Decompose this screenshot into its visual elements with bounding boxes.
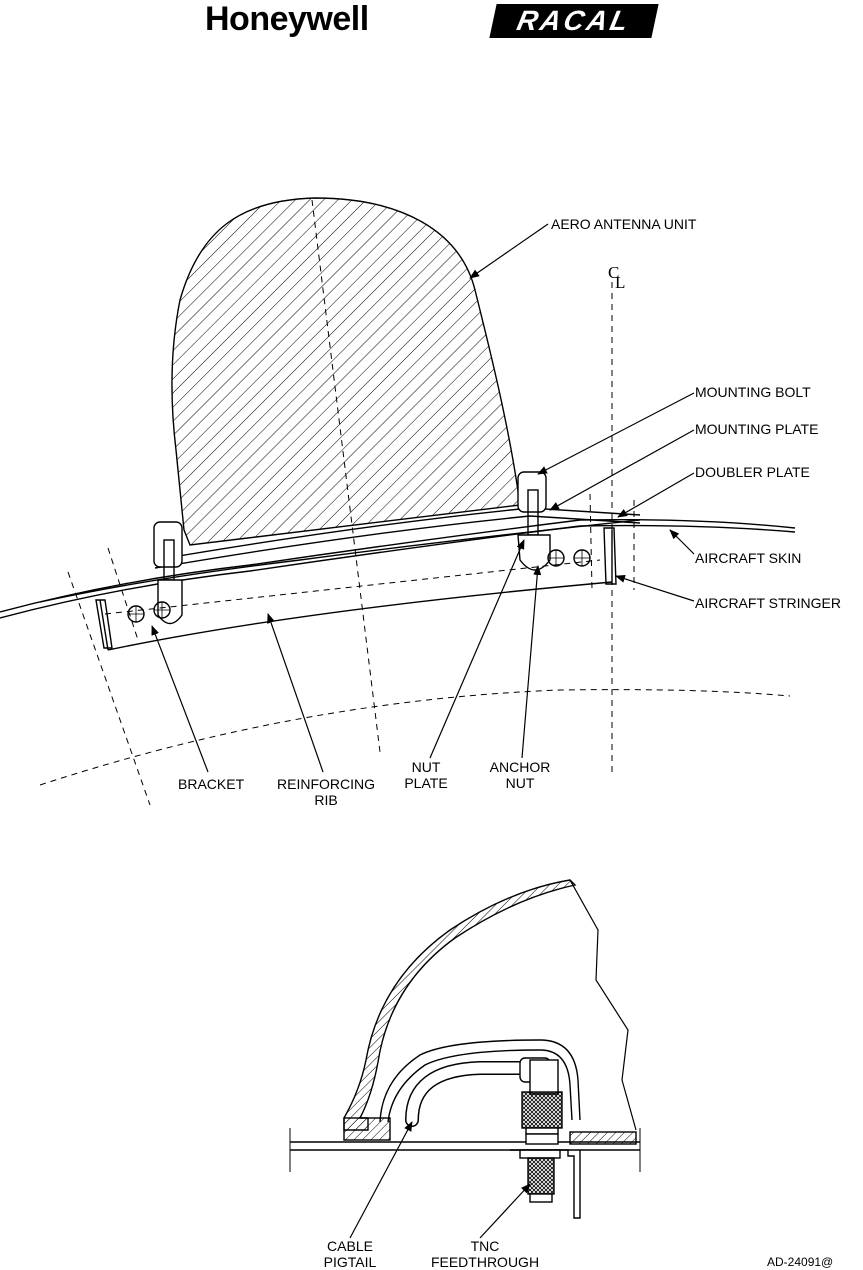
label-nut-plate-line2: PLATE [398, 775, 454, 791]
label-reinforcing-rib: REINFORCING RIB [270, 776, 382, 808]
label-anchor-nut-line2: NUT [484, 775, 556, 791]
bracket-right-shape [604, 528, 616, 584]
tnc-connector-shape [522, 1092, 562, 1128]
label-aero-antenna-unit: AERO ANTENNA UNIT [551, 216, 696, 232]
label-aircraft-skin: AIRCRAFT SKIN [695, 550, 801, 566]
left-mounting-bolt-shape [154, 522, 182, 567]
label-aircraft-stringer: AIRCRAFT STRINGER [695, 595, 841, 611]
label-mounting-plate: MOUNTING PLATE [695, 421, 818, 437]
label-tnc-feedthrough-line1: TNC [420, 1238, 550, 1254]
label-cable-pigtail-line2: PIGTAIL [312, 1254, 388, 1270]
label-doubler-plate: DOUBLER PLATE [695, 464, 810, 480]
bottom-view [290, 880, 640, 1218]
top-view [0, 198, 795, 805]
aero-antenna-unit-shape [172, 198, 520, 545]
label-tnc-feedthrough-line2: FEEDTHROUGH [420, 1254, 550, 1270]
base-plate-shape [344, 1118, 390, 1140]
label-anchor-nut: ANCHOR NUT [484, 759, 556, 791]
figure-id: AD-24091@ [767, 1255, 833, 1269]
label-reinforcing-rib-line2: RIB [270, 792, 382, 808]
label-reinforcing-rib-line1: REINFORCING [270, 776, 382, 792]
centerline-symbol: C L [608, 264, 625, 291]
cable-pigtail-shape [412, 1068, 520, 1120]
aircraft-skin-shape [0, 520, 795, 612]
label-nut-plate-line1: NUT [398, 759, 454, 775]
label-nut-plate: NUT PLATE [398, 759, 454, 791]
label-bracket: BRACKET [178, 776, 244, 792]
label-cable-pigtail: CABLE PIGTAIL [312, 1238, 388, 1270]
label-mounting-bolt: MOUNTING BOLT [695, 384, 811, 400]
label-anchor-nut-line1: ANCHOR [484, 759, 556, 775]
centerline-l: L [615, 274, 625, 291]
label-tnc-feedthrough: TNC FEEDTHROUGH [420, 1238, 550, 1270]
right-mounting-bolt-shape [518, 472, 546, 512]
tnc-feedthrough-shape [520, 1150, 560, 1158]
label-cable-pigtail-line1: CABLE [312, 1238, 388, 1254]
